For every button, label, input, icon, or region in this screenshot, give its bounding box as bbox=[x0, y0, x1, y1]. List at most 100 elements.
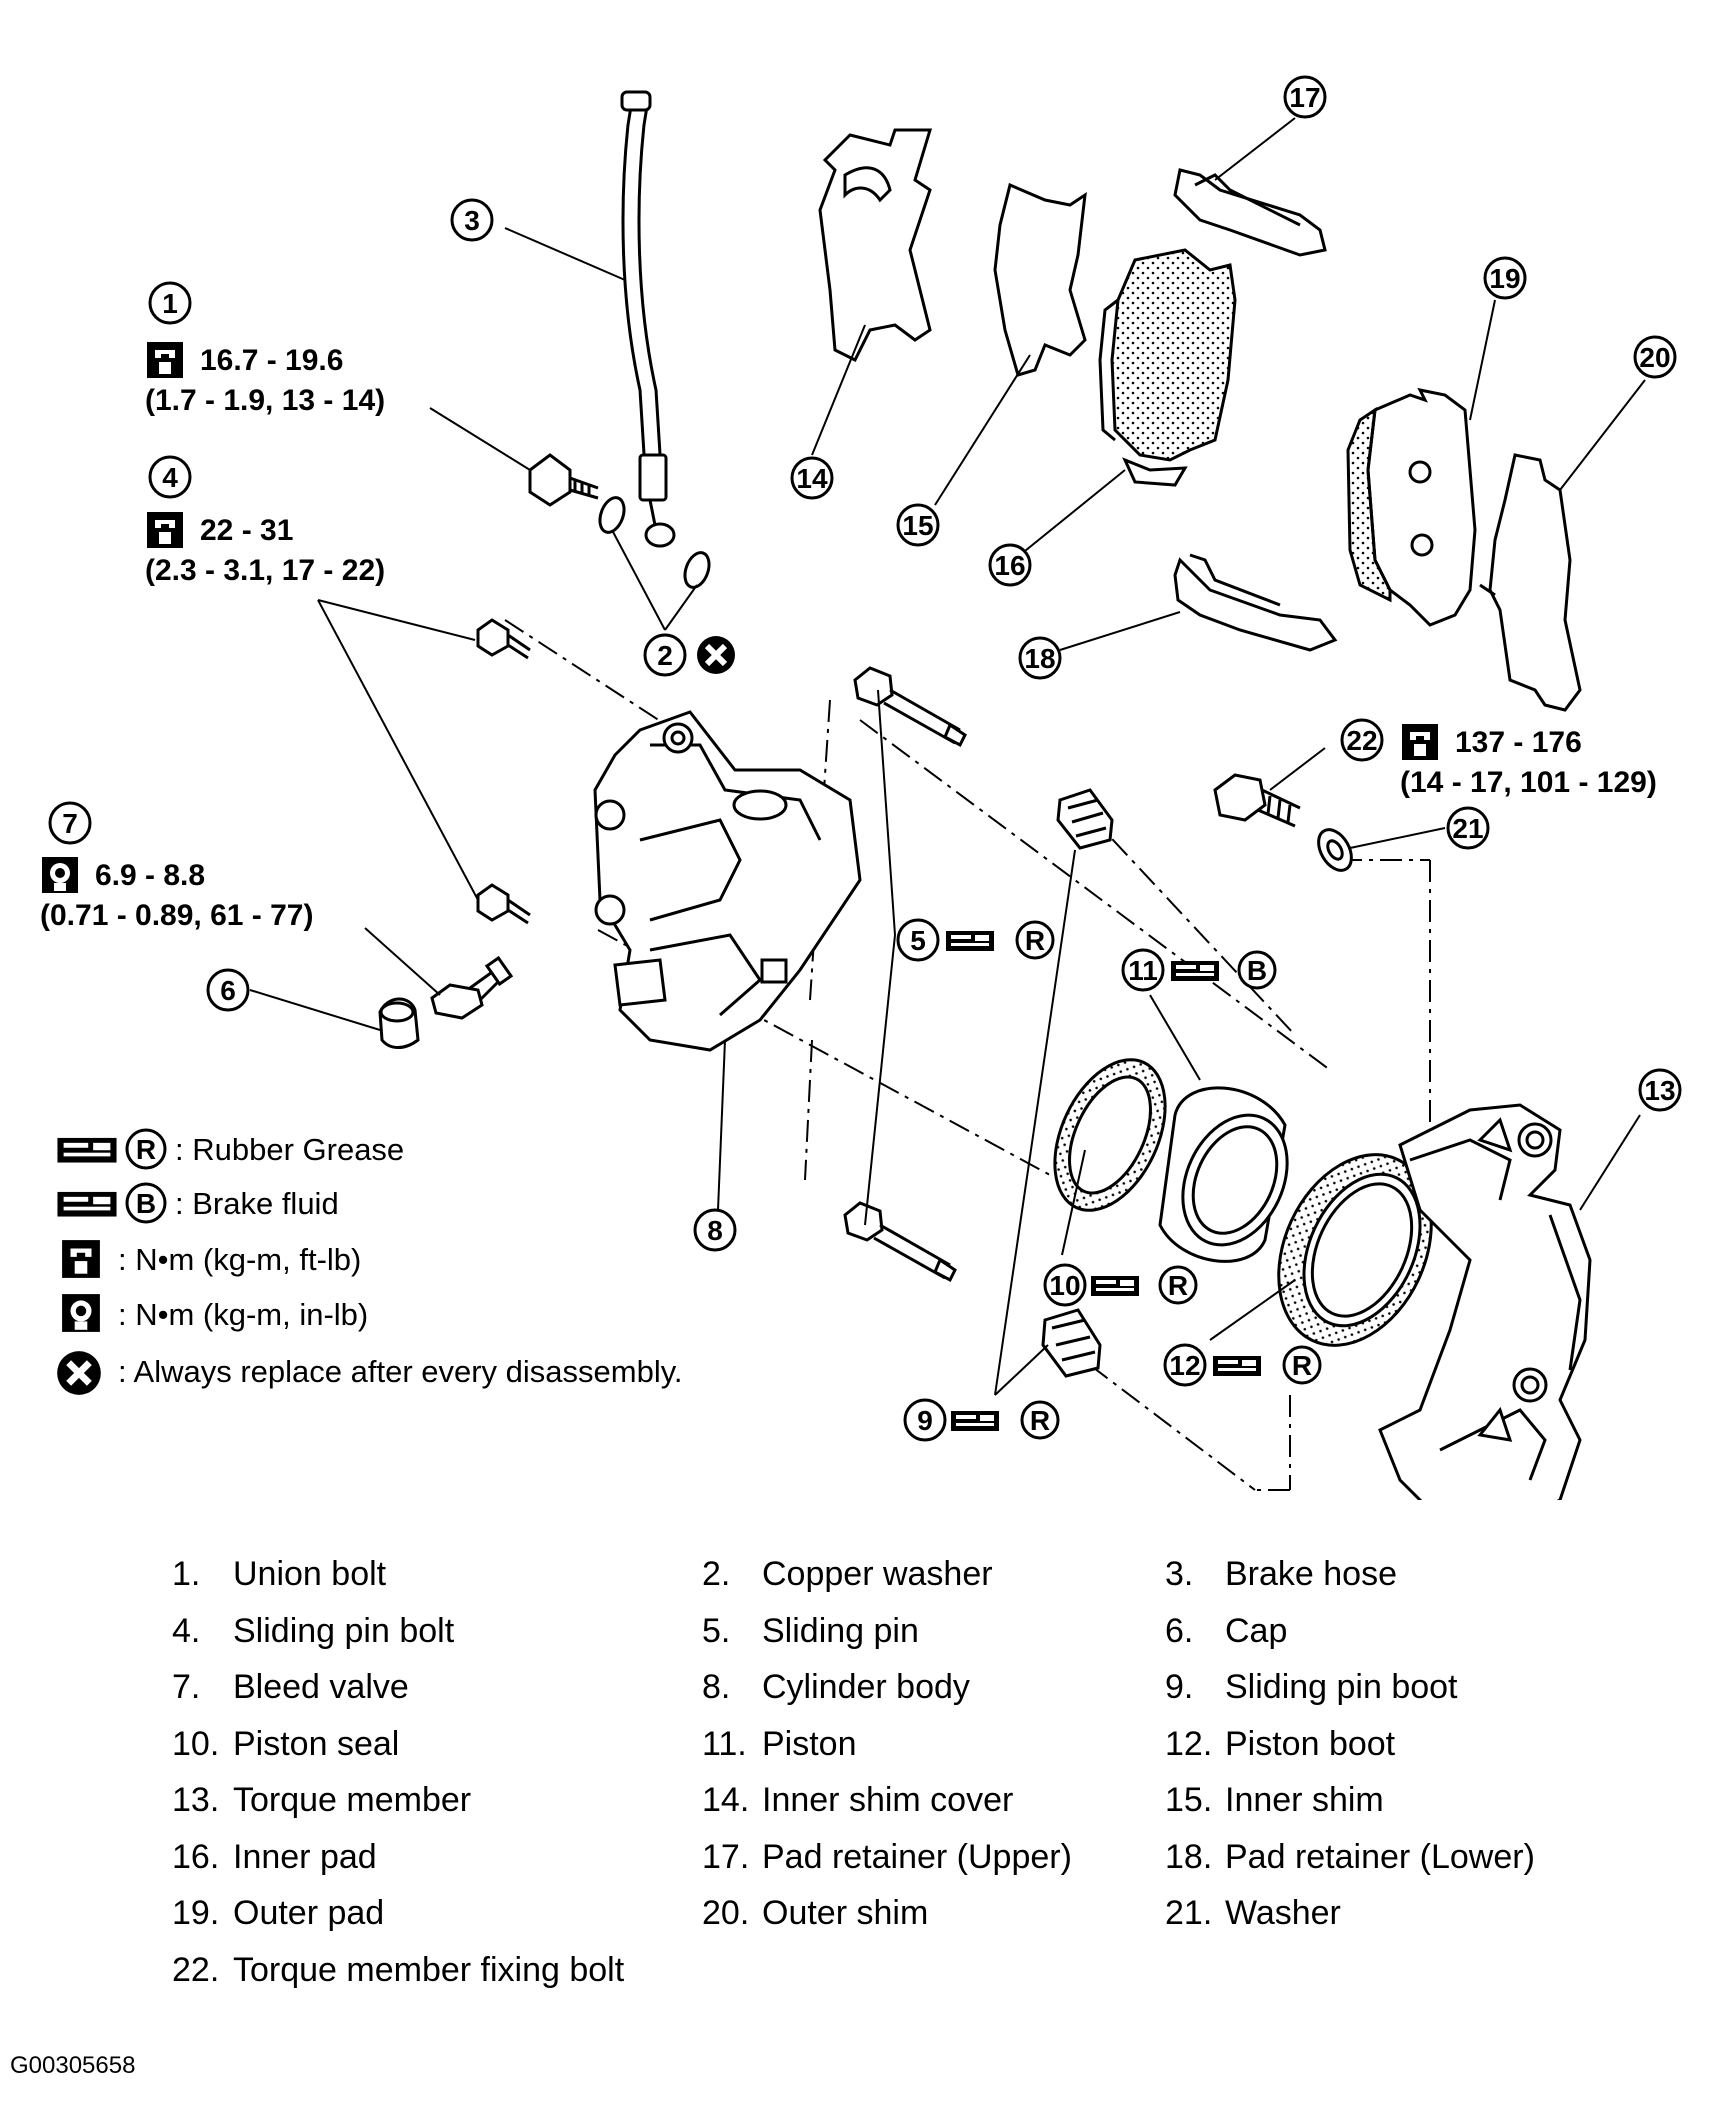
piston-boot bbox=[1277, 1153, 1433, 1347]
parts-list-number: 11. bbox=[702, 1724, 747, 1763]
legend-brake-fluid: B : Brake fluid bbox=[57, 1182, 339, 1224]
svg-text:(1.7 - 1.9, 13 - 14): (1.7 - 1.9, 13 - 14) bbox=[145, 384, 385, 417]
parts-list-name: Piston boot bbox=[1225, 1724, 1396, 1763]
parts-list-name: Piston seal bbox=[233, 1724, 400, 1763]
parts-list-number: 16. bbox=[172, 1837, 220, 1876]
lubricant-icon bbox=[57, 1137, 117, 1163]
parts-list-name: Copper washer bbox=[762, 1555, 993, 1593]
parts-list-number: 5. bbox=[702, 1611, 731, 1650]
lubricant-icon bbox=[946, 931, 994, 951]
leader-lines bbox=[249, 117, 1646, 1396]
torque-spec-fixing-bolt: 137 - 176 (14 - 17, 101 - 129) bbox=[1400, 724, 1657, 799]
callout-13: 13 bbox=[1638, 1068, 1682, 1112]
parts-list-name: Inner shim cover bbox=[762, 1781, 1014, 1819]
svg-text:9: 9 bbox=[917, 1405, 933, 1436]
svg-text:R: R bbox=[136, 1134, 156, 1165]
torque-member bbox=[1378, 1103, 1592, 1500]
pad-retainer-upper bbox=[1173, 168, 1327, 257]
svg-text:8: 8 bbox=[707, 1215, 723, 1246]
svg-text:11: 11 bbox=[1128, 955, 1158, 986]
bleed-valve bbox=[430, 955, 514, 1020]
svg-text:: Always replace after every d: : Always replace after every disassembly… bbox=[118, 1354, 683, 1389]
parts-list-number: 19. bbox=[172, 1894, 220, 1932]
svg-text:B: B bbox=[1247, 955, 1267, 986]
svg-text:22 - 31: 22 - 31 bbox=[200, 514, 293, 547]
svg-text:R: R bbox=[1025, 925, 1045, 956]
parts-list-name: Union bolt bbox=[233, 1555, 387, 1593]
lube-callout-9: R bbox=[951, 1400, 1060, 1440]
parts-list-number: 15. bbox=[1165, 1781, 1213, 1819]
svg-text:(0.71 - 0.89, 61 - 77): (0.71 - 0.89, 61 - 77) bbox=[40, 899, 314, 932]
parts-list-name: Torque member bbox=[233, 1781, 472, 1819]
callout-16: 16 bbox=[988, 543, 1032, 587]
svg-text:: N•m (kg-m, in-lb): : N•m (kg-m, in-lb) bbox=[118, 1297, 368, 1332]
svg-text:14: 14 bbox=[796, 463, 828, 494]
inner-pad bbox=[1098, 248, 1237, 487]
parts-list-number: 9. bbox=[1165, 1668, 1194, 1706]
lube-callout-5: R bbox=[946, 920, 1055, 960]
svg-text:R: R bbox=[1168, 1270, 1188, 1301]
inner-shim bbox=[993, 182, 1087, 377]
outer-shim bbox=[1479, 453, 1582, 712]
svg-text:17: 17 bbox=[1289, 82, 1320, 113]
callouts: 1 2 3 4 5 6 7 8 9 10 11 12 13 14 15 16 1… bbox=[48, 75, 1682, 1442]
sliding-pin-boot-upper bbox=[1056, 788, 1114, 850]
lubricant-icon bbox=[1091, 1276, 1139, 1296]
parts-list-number: 21. bbox=[1165, 1894, 1213, 1932]
brake-hose bbox=[620, 90, 676, 548]
torque-wrench-icon bbox=[62, 1240, 100, 1278]
parts-list-name: Sliding pin bolt bbox=[233, 1611, 455, 1650]
torque-member-fixing-bolt bbox=[1213, 773, 1301, 828]
svg-text:5: 5 bbox=[910, 925, 926, 956]
callout-14: 14 bbox=[790, 456, 834, 500]
torque-spec-sliding-pin-bolt: 22 - 31 (2.3 - 3.1, 17 - 22) bbox=[145, 512, 385, 587]
callout-12: 12 bbox=[1163, 1343, 1207, 1387]
parts-list-name: Pad retainer (Lower) bbox=[1225, 1837, 1535, 1876]
svg-text:7: 7 bbox=[62, 808, 78, 839]
svg-text:15: 15 bbox=[902, 510, 933, 541]
piston bbox=[1158, 1086, 1289, 1263]
svg-text:R: R bbox=[1292, 1350, 1312, 1381]
svg-text:16.7 - 19.6: 16.7 - 19.6 bbox=[200, 344, 343, 377]
torque-spec-union-bolt: 16.7 - 19.6 (1.7 - 1.9, 13 - 14) bbox=[145, 342, 385, 417]
svg-text:: N•m (kg-m, ft-lb): : N•m (kg-m, ft-lb) bbox=[118, 1242, 361, 1277]
callout-11: 11 bbox=[1121, 948, 1165, 992]
legend-rubber-grease: R : Rubber Grease bbox=[57, 1128, 404, 1170]
parts-list-number: 8. bbox=[702, 1668, 731, 1706]
svg-text:R: R bbox=[1030, 1405, 1050, 1436]
lubricant-icon bbox=[57, 1191, 117, 1217]
always-replace-icon bbox=[697, 636, 735, 674]
svg-text:: Rubber Grease: : Rubber Grease bbox=[175, 1132, 404, 1167]
callout-17: 17 bbox=[1283, 75, 1327, 119]
svg-text:4: 4 bbox=[162, 462, 178, 493]
svg-text:B: B bbox=[136, 1188, 156, 1219]
exploded-diagram: 1 2 3 4 5 6 7 8 9 10 11 12 13 14 15 16 1… bbox=[40, 75, 1682, 1500]
callout-22: 22 bbox=[1340, 718, 1384, 762]
lubricant-icon bbox=[1213, 1356, 1261, 1376]
parts-list-number: 13. bbox=[172, 1781, 220, 1819]
callout-20: 20 bbox=[1633, 335, 1677, 379]
svg-text:3: 3 bbox=[464, 205, 480, 236]
outer-pad bbox=[1346, 387, 1477, 627]
callout-1: 1 bbox=[148, 281, 192, 325]
parts-list-name: Piston bbox=[762, 1724, 857, 1763]
svg-text:(14 - 17, 101 - 129): (14 - 17, 101 - 129) bbox=[1400, 766, 1657, 799]
callout-7: 7 bbox=[48, 801, 92, 845]
svg-text:16: 16 bbox=[994, 550, 1025, 581]
parts-list-name: Torque member fixing bolt bbox=[233, 1950, 625, 1989]
svg-text:21: 21 bbox=[1452, 813, 1483, 844]
callout-6: 6 bbox=[206, 968, 250, 1012]
lube-callout-10: R bbox=[1091, 1265, 1198, 1305]
callout-15: 15 bbox=[896, 503, 940, 547]
svg-text:2: 2 bbox=[657, 640, 673, 671]
parts-list-name: Inner shim bbox=[1225, 1781, 1384, 1819]
lubricant-icon bbox=[1171, 961, 1219, 981]
parts-list-name: Cap bbox=[1225, 1611, 1288, 1650]
always-replace-icon bbox=[57, 1351, 101, 1395]
copper-washers bbox=[598, 496, 711, 589]
legend-always-replace: : Always replace after every disassembly… bbox=[57, 1351, 683, 1395]
parts-list-name: Brake hose bbox=[1225, 1555, 1397, 1593]
svg-text:6.9 - 8.8: 6.9 - 8.8 bbox=[95, 859, 205, 892]
parts-list-name: Washer bbox=[1225, 1894, 1341, 1932]
